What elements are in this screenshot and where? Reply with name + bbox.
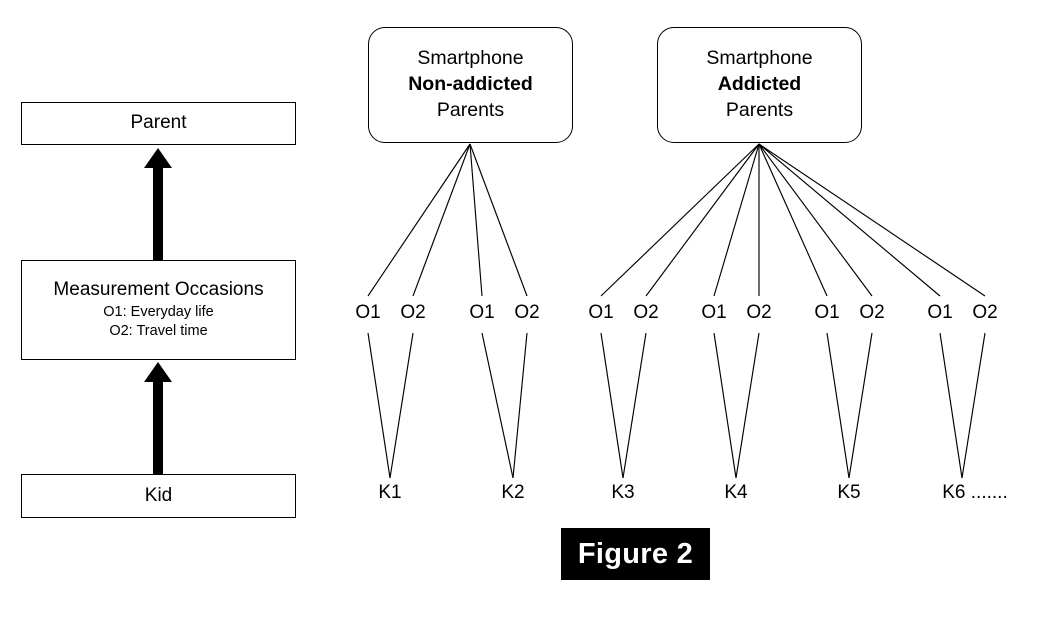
occasion-node-12: O2 xyxy=(972,302,998,323)
kid-node-k6: K6 ....... xyxy=(942,482,1008,503)
level-box-measurement-occasions-subline-o2: O2: Travel time xyxy=(109,323,208,340)
level-box-parent: Parent xyxy=(21,102,296,145)
figure-caption-text: Figure 2 xyxy=(577,537,694,570)
level-box-kid: Kid xyxy=(21,474,296,518)
kid-node-k2: K2 xyxy=(501,482,525,503)
group-box-addicted-line2: Addicted xyxy=(717,73,802,96)
group-box-non-addicted-line3: Parents xyxy=(436,98,505,121)
group-box-non-addicted-line2: Non-addicted xyxy=(408,73,533,96)
occasion-node-7: O1 xyxy=(701,302,727,323)
group-box-addicted-parents: Smartphone Addicted Parents xyxy=(657,27,862,143)
occasion-node-5: O1 xyxy=(588,302,614,323)
occasion-node-10: O2 xyxy=(859,302,885,323)
occasion-node-9: O1 xyxy=(814,302,840,323)
level-box-kid-label: Kid xyxy=(144,484,173,506)
occasion-node-11: O1 xyxy=(927,302,953,323)
arrow-measurement-to-parent xyxy=(144,148,172,260)
level-box-measurement-occasions: Measurement Occasions O1: Everyday life … xyxy=(21,260,296,360)
level-box-measurement-occasions-label: Measurement Occasions xyxy=(53,278,264,300)
occasion-node-8: O2 xyxy=(746,302,772,323)
kid-node-k4: K4 xyxy=(724,482,748,503)
level-box-parent-label: Parent xyxy=(130,112,187,134)
kid-node-k5: K5 xyxy=(837,482,861,503)
group-box-addicted-line3: Parents xyxy=(725,98,794,121)
fan-edges-addicted xyxy=(600,143,986,297)
fan-edges-non-addicted xyxy=(367,143,528,297)
occasion-node-3: O1 xyxy=(469,302,495,323)
kid-node-k3: K3 xyxy=(611,482,635,503)
occasion-node-1: O1 xyxy=(355,302,381,323)
kid-node-k1: K1 xyxy=(378,482,402,503)
v-edges-occasions-to-kids xyxy=(367,332,986,479)
group-box-non-addicted-parents: Smartphone Non-addicted Parents xyxy=(368,27,573,143)
arrow-kid-to-measurement xyxy=(144,362,172,474)
occasion-node-4: O2 xyxy=(514,302,540,323)
figure-caption-plate: Figure 2 xyxy=(561,528,710,580)
group-box-addicted-line1: Smartphone xyxy=(706,47,813,70)
occasion-node-2: O2 xyxy=(400,302,426,323)
group-box-non-addicted-line1: Smartphone xyxy=(417,47,524,70)
level-box-measurement-occasions-subline-o1: O1: Everyday life xyxy=(103,304,214,321)
occasion-node-6: O2 xyxy=(633,302,659,323)
